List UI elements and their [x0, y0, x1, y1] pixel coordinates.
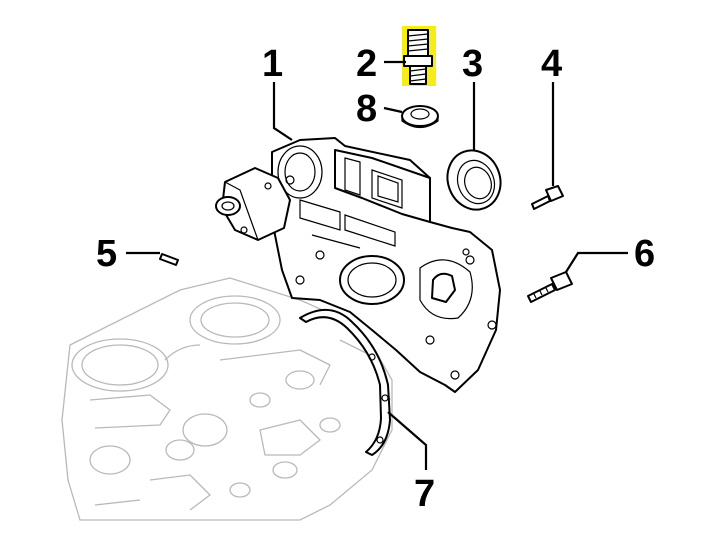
engine-block	[61, 277, 393, 521]
leader-1	[272, 82, 293, 141]
callout-1: 1	[262, 43, 283, 85]
part-7-gasket	[299, 309, 391, 456]
callout-2: 2	[356, 43, 377, 85]
leader-8	[383, 106, 403, 114]
callout-6: 6	[634, 233, 655, 275]
drive-cap	[215, 167, 291, 241]
part-8-washer	[401, 105, 439, 129]
leader-lines	[126, 60, 628, 470]
callout-3: 3	[462, 43, 483, 85]
part-3-oil-seal	[446, 149, 502, 211]
part-6-bolt	[527, 271, 573, 303]
callout-7: 7	[414, 473, 435, 515]
leader-6	[565, 251, 628, 273]
callout-5: 5	[96, 233, 117, 275]
part-2-stud	[402, 26, 436, 86]
callout-4: 4	[541, 43, 562, 85]
part-4-bolt	[531, 185, 564, 210]
callouts: 1 2 3 4 5 6 7 8	[96, 43, 655, 515]
part-1-timing-cover	[271, 137, 501, 393]
part-5-pin	[159, 253, 179, 266]
callout-8: 8	[356, 88, 377, 130]
leader-7	[387, 411, 428, 470]
